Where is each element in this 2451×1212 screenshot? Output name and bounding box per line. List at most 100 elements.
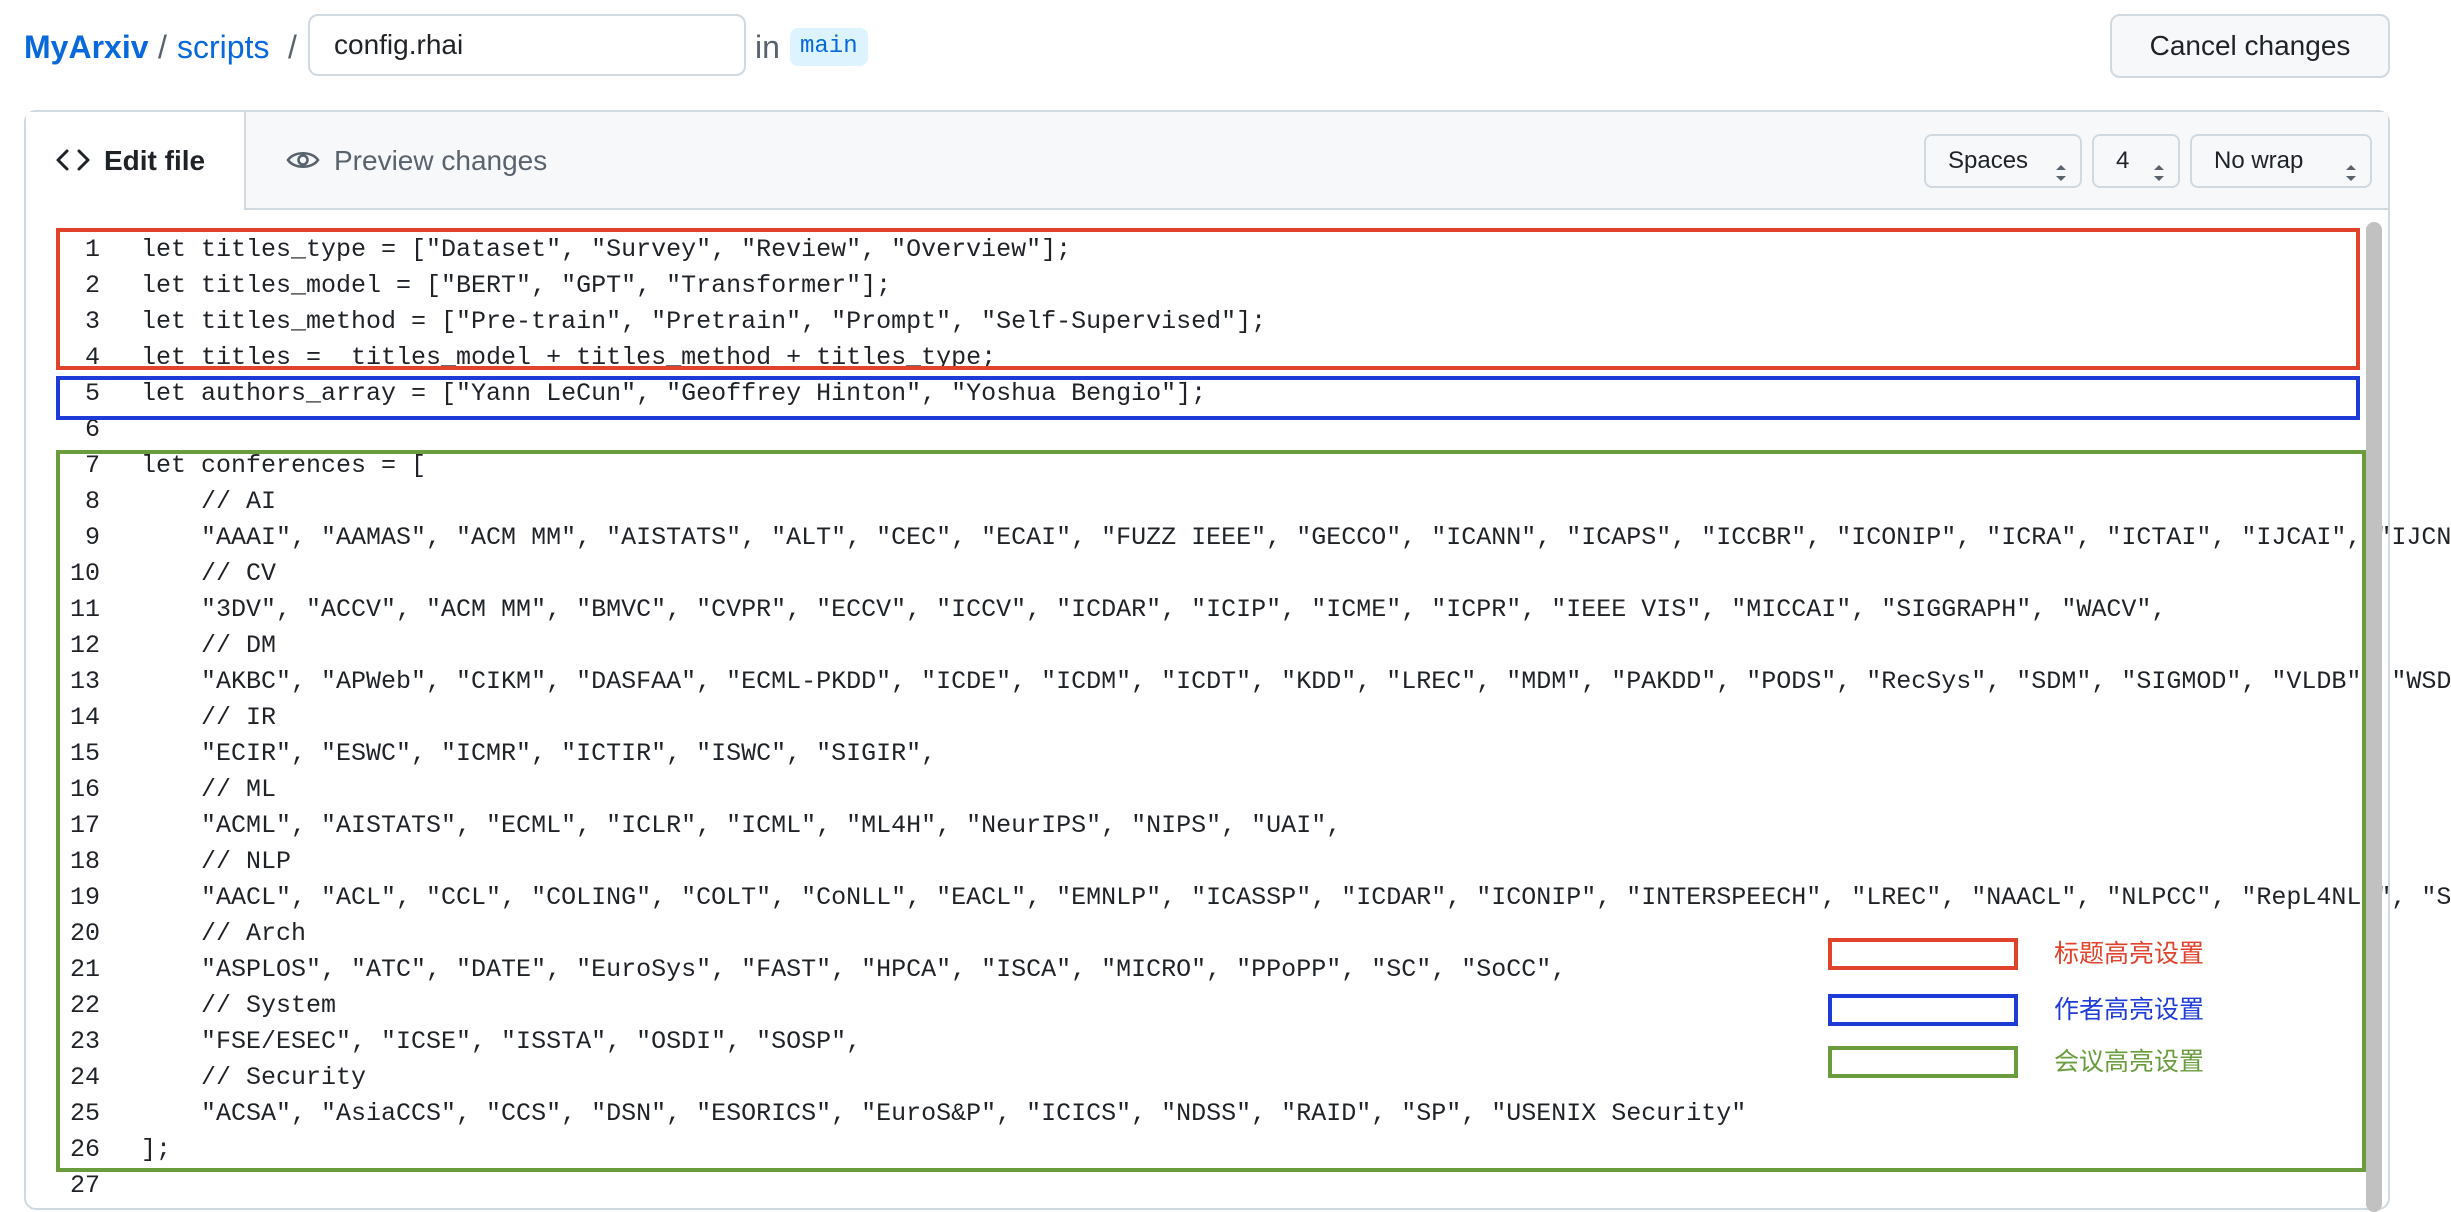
indent-size-value: 4 (2116, 147, 2130, 174)
line-content[interactable]: // NLP (141, 847, 292, 876)
code-line[interactable]: 9 "AAAI", "AAMAS", "ACM MM", "AISTATS", … (26, 520, 2451, 556)
line-content[interactable]: // Security (141, 1063, 367, 1092)
code-line[interactable]: 19 "AACL", "ACL", "CCL", "COLING", "COLT… (26, 880, 2451, 916)
line-content[interactable]: "AAAI", "AAMAS", "ACM MM", "AISTATS", "A… (141, 523, 2451, 552)
tab-preview-changes-label: Preview changes (334, 145, 548, 176)
eye-icon (286, 148, 320, 177)
line-content[interactable]: "AACL", "ACL", "CCL", "COLING", "COLT", … (141, 883, 2451, 912)
code-line[interactable]: 17 "ACML", "AISTATS", "ECML", "ICLR", "I… (26, 808, 2356, 844)
title-highlight-box (56, 228, 2360, 370)
indent-size-select[interactable]: 4 (2092, 134, 2180, 188)
line-content[interactable]: "3DV", "ACCV", "ACM MM", "BMVC", "CVPR",… (141, 595, 2167, 624)
code-line[interactable]: 25 "ACSA", "AsiaCCS", "CCS", "DSN", "ESO… (26, 1096, 2356, 1132)
line-content[interactable]: "ASPLOS", "ATC", "DATE", "EuroSys", "FAS… (141, 955, 1567, 984)
conference-highlight-box (56, 450, 2366, 1172)
line-number: 1 (84, 235, 100, 264)
line-number: 19 (69, 883, 100, 912)
code-line[interactable]: 23 "FSE/ESEC", "ICSE", "ISSTA", "OSDI", … (26, 1024, 2356, 1060)
line-content[interactable]: ]; (141, 1135, 172, 1164)
code-line[interactable]: 24 // Security (26, 1060, 2356, 1096)
line-number: 20 (69, 919, 100, 948)
editor-vertical-scrollbar[interactable] (2366, 222, 2382, 1212)
line-number: 15 (69, 739, 100, 768)
line-number: 6 (84, 415, 100, 444)
code-line[interactable]: 2 let titles_model = ["BERT", "GPT", "Tra… (26, 268, 2356, 304)
line-content[interactable]: "ECIR", "ESWC", "ICMR", "ICTIR", "ISWC",… (141, 739, 937, 768)
code-line[interactable]: 8 // AI (26, 484, 2356, 520)
breadcrumb-directory-link[interactable]: scripts (177, 29, 270, 65)
line-number: 27 (69, 1171, 100, 1200)
indent-mode-select[interactable]: Spaces (1924, 134, 2082, 188)
code-line[interactable]: 12 // DM (26, 628, 2356, 664)
cancel-changes-button[interactable]: Cancel changes (2110, 14, 2390, 78)
line-number: 23 (69, 1027, 100, 1056)
legend-label-author: 作者高亮设置 (2054, 996, 2205, 1024)
editor-toolbar: Edit file Preview changes Spaces 4 No wr… (26, 112, 2388, 210)
filename-input[interactable]: config.rhai (308, 14, 746, 76)
code-line[interactable]: 14 // IR (26, 700, 2356, 736)
line-number: 21 (69, 955, 100, 984)
code-line[interactable]: 27 (26, 1168, 2356, 1204)
wrap-mode-value: No wrap (2214, 147, 2304, 174)
code-line[interactable]: 21 "ASPLOS", "ATC", "DATE", "EuroSys", "… (26, 952, 2356, 988)
line-content[interactable]: let titles_method = ["Pre-train", "Pretr… (141, 307, 1267, 336)
line-content[interactable]: let titles_model = ["BERT", "GPT", "Tran… (141, 271, 892, 300)
legend-swatch-author (1828, 994, 2018, 1026)
line-content[interactable]: // IR (141, 703, 277, 732)
line-content[interactable]: let titles_type = ["Dataset", "Survey", … (141, 235, 1072, 264)
line-number: 25 (69, 1099, 100, 1128)
line-content[interactable]: // CV (141, 559, 277, 588)
line-number: 18 (69, 847, 100, 876)
code-line[interactable]: 13 "AKBC", "APWeb", "CIKM", "DASFAA", "E… (26, 664, 2451, 700)
code-line[interactable]: 11 "3DV", "ACCV", "ACM MM", "BMVC", "CVP… (26, 592, 2356, 628)
chevron-up-down-icon (2344, 152, 2358, 202)
line-content[interactable]: let conferences = [ (141, 451, 427, 480)
line-content[interactable]: "FSE/ESEC", "ICSE", "ISSTA", "OSDI", "SO… (141, 1027, 862, 1056)
line-content[interactable]: "ACSA", "AsiaCCS", "CCS", "DSN", "ESORIC… (141, 1099, 1747, 1128)
line-number: 11 (69, 595, 100, 624)
line-number: 12 (69, 631, 100, 660)
tab-edit-file-label: Edit file (104, 145, 206, 176)
code-editor: Edit file Preview changes Spaces 4 No wr… (24, 110, 2451, 1212)
code-line[interactable]: 7 let conferences = [ (26, 448, 2356, 484)
chevron-up-down-icon (2054, 152, 2068, 202)
line-content[interactable]: // ML (141, 775, 277, 804)
code-line[interactable]: 20 // Arch (26, 916, 2356, 952)
line-number: 14 (69, 703, 100, 732)
line-content[interactable]: // Arch (141, 919, 307, 948)
chevron-up-down-icon (2152, 152, 2166, 202)
legend-swatch-title (1828, 938, 2018, 970)
code-line[interactable]: 10 // CV (26, 556, 2356, 592)
line-number: 24 (69, 1063, 100, 1092)
code-line[interactable]: 16 // ML (26, 772, 2356, 808)
line-number: 8 (84, 487, 100, 516)
code-line[interactable]: 1 let titles_type = ["Dataset", "Survey",… (26, 232, 2356, 268)
line-content[interactable]: "ACML", "AISTATS", "ECML", "ICLR", "ICML… (141, 811, 1342, 840)
branch-in-label: in (755, 29, 780, 65)
tab-edit-file[interactable]: Edit file (26, 112, 246, 210)
line-number: 7 (84, 451, 100, 480)
code-line[interactable]: 18 // NLP (26, 844, 2356, 880)
line-content[interactable]: // System (141, 991, 337, 1020)
code-line[interactable]: 6 (26, 412, 2356, 448)
code-line[interactable]: 22 // System (26, 988, 2356, 1024)
line-number: 10 (69, 559, 100, 588)
wrap-mode-select[interactable]: No wrap (2190, 134, 2372, 188)
line-number: 16 (69, 775, 100, 804)
code-icon (56, 148, 90, 177)
file-header: MyArxiv / scripts / config.rhai in main … (0, 0, 2414, 94)
line-number: 2 (84, 271, 100, 300)
indent-mode-value: Spaces (1948, 147, 2029, 174)
legend-swatch-conference (1828, 1046, 2018, 1078)
line-number: 17 (69, 811, 100, 840)
code-line[interactable]: 15 "ECIR", "ESWC", "ICMR", "ICTIR", "ISW… (26, 736, 2356, 772)
breadcrumb-repo-link[interactable]: MyArxiv (24, 29, 149, 65)
line-content[interactable]: "AKBC", "APWeb", "CIKM", "DASFAA", "ECML… (141, 667, 2451, 696)
line-content[interactable]: let authors_array = ["Yann LeCun", "Geof… (141, 379, 1207, 408)
line-content[interactable]: // DM (141, 631, 277, 660)
line-content[interactable]: // AI (141, 487, 277, 516)
code-line[interactable]: 26]; (26, 1132, 2356, 1168)
line-number: 4 (84, 343, 100, 372)
